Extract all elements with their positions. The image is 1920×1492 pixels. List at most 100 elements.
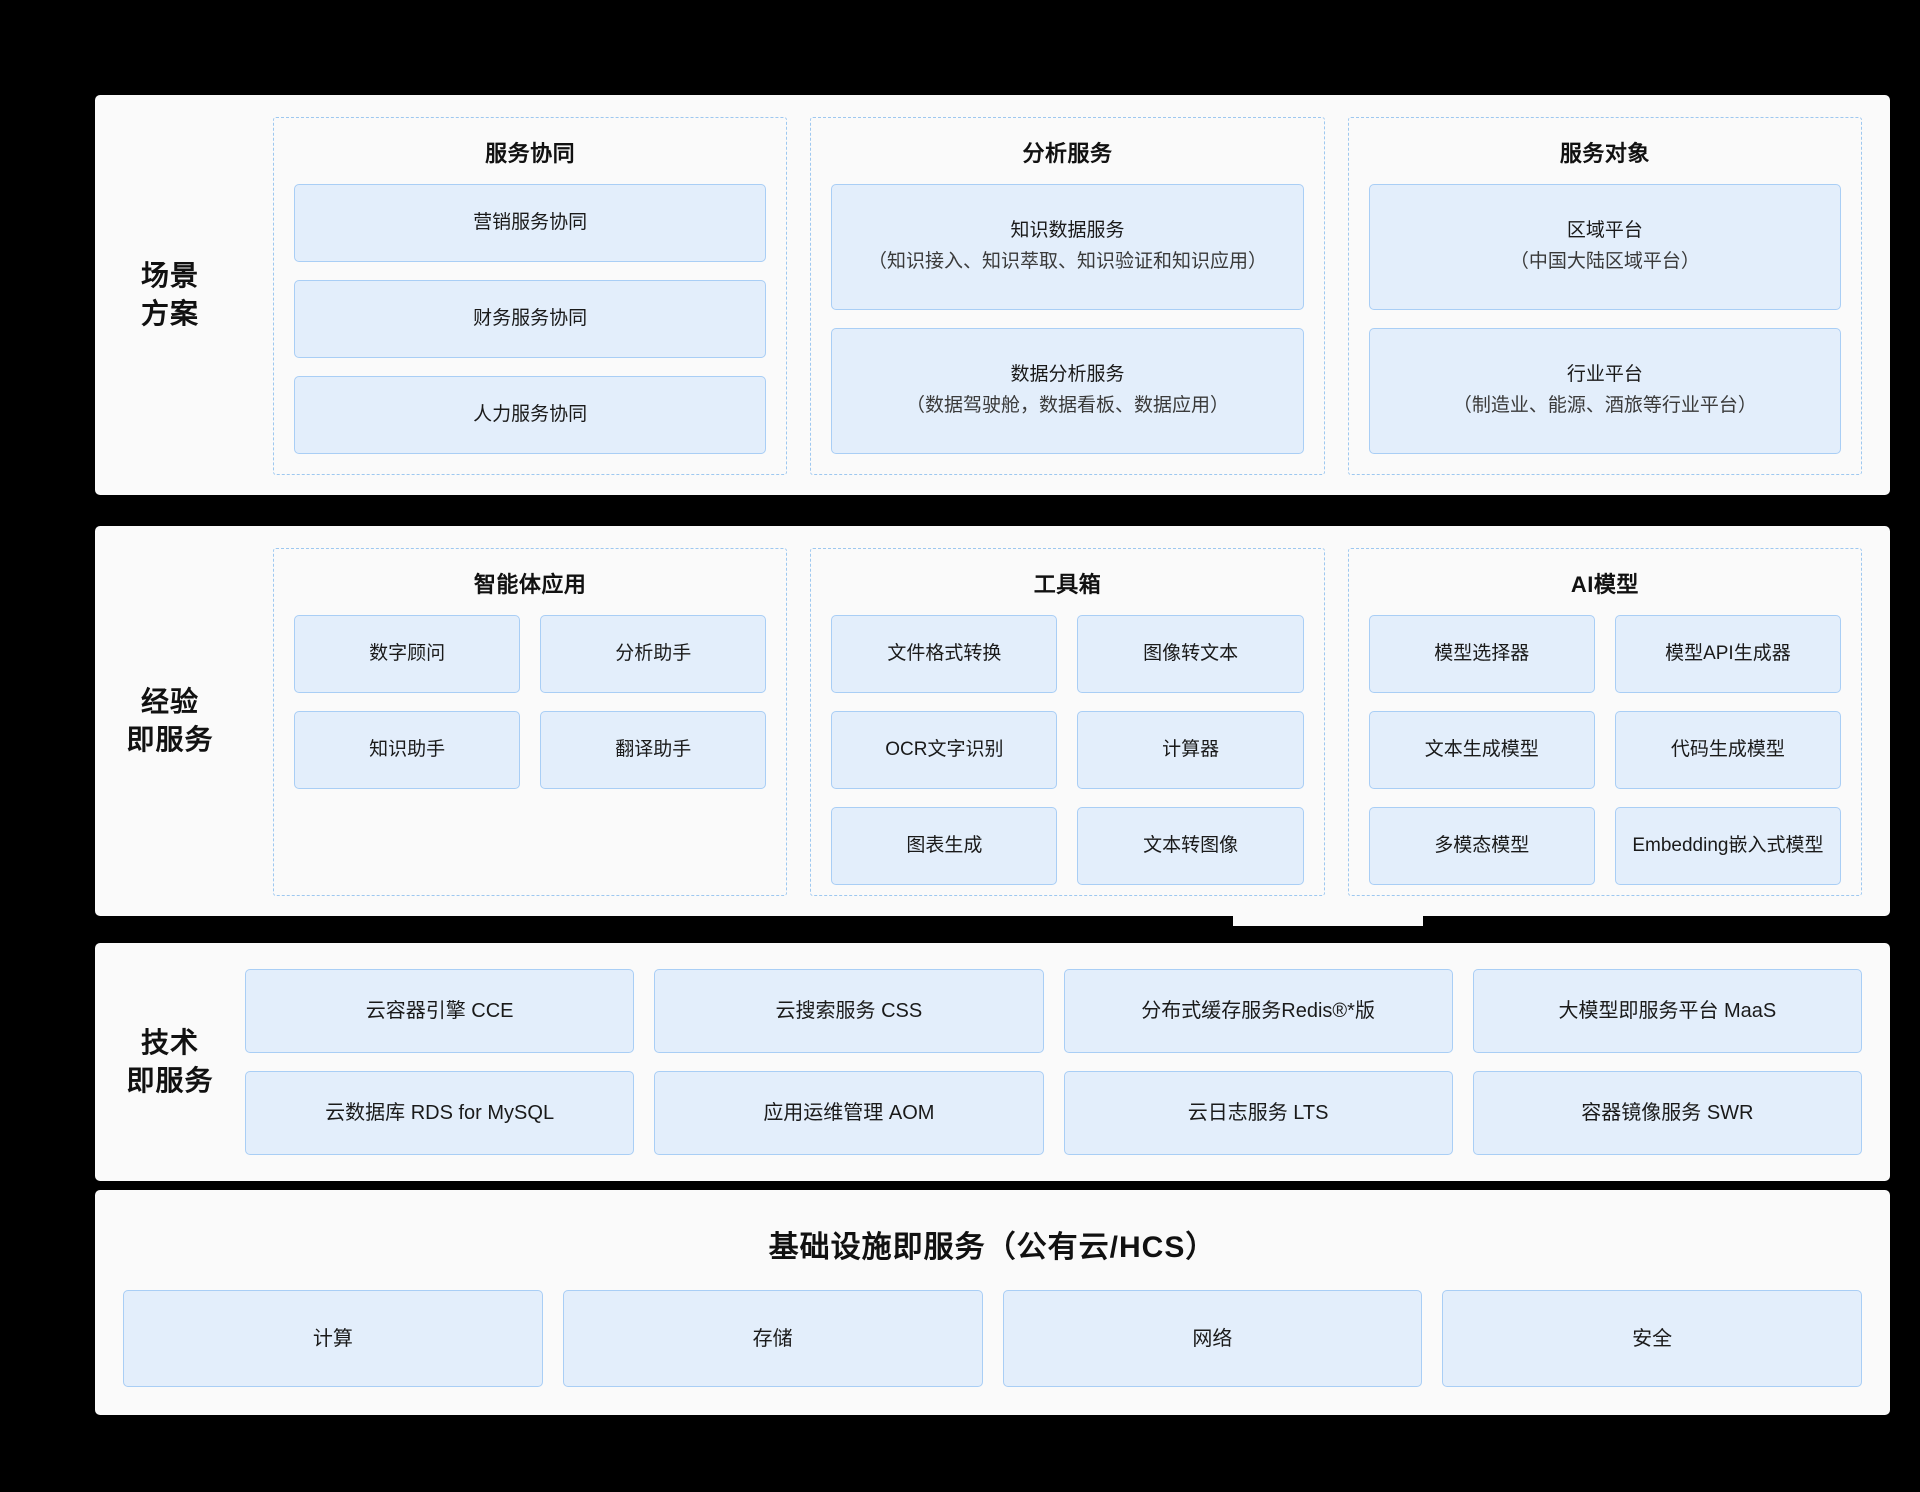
card-title: 知识数据服务 — [1010, 220, 1125, 242]
card-cloud-log-service-lts[interactable]: 云日志服务 LTS — [1063, 1071, 1453, 1155]
card-subtitle: （数据驾驶舱，数据看板、数据应用） — [905, 395, 1229, 416]
group-title: 工具箱 — [1033, 572, 1102, 597]
card-cloud-database-rds-mysql[interactable]: 云数据库 RDS for MySQL — [245, 1071, 635, 1155]
group-ai-models: AI模型 模型选择器 模型API生成器 文本生成模型 代码生成模型 — [1347, 548, 1862, 896]
row-label-experience-line1: 经验 — [140, 686, 199, 718]
card-subtitle: （制造业、能源、酒旅等行业平台） — [1452, 395, 1757, 416]
card-knowledge-assistant[interactable]: 知识助手 — [294, 711, 521, 789]
group-title: 服务对象 — [1559, 141, 1650, 166]
card-title: 代码生成模型 — [1670, 738, 1785, 760]
experience-group-container: 智能体应用 数字顾问 分析助手 知识助手 翻译助手 — [273, 548, 1862, 896]
card-industry-platform[interactable]: 行业平台 （制造业、能源、酒旅等行业平台） — [1368, 328, 1841, 454]
row-label-scene-solution: 场景 方案 — [95, 95, 245, 495]
card-digital-advisor[interactable]: 数字顾问 — [294, 615, 521, 693]
card-title: 文本生成模型 — [1424, 738, 1539, 760]
card-maas-platform[interactable]: 大模型即服务平台 MaaS — [1472, 969, 1862, 1053]
panel-experience-bottom-notch — [1233, 916, 1423, 926]
card-title: OCR文字识别 — [885, 738, 1004, 760]
card-distributed-cache-redis[interactable]: 分布式缓存服务Redis®*版 — [1063, 969, 1453, 1053]
group-body: 文件格式转换 图像转文本 OCR文字识别 计算器 图表生成 — [831, 615, 1304, 885]
card-title: 文件格式转换 — [887, 642, 1002, 664]
card-data-analysis-service[interactable]: 数据分析服务 （数据驾驶舱，数据看板、数据应用） — [831, 328, 1304, 454]
card-title: 网络 — [1192, 1327, 1233, 1350]
scene-group-container: 服务协同 营销服务协同 财务服务协同 人力服务协同 分析服务 — [273, 117, 1862, 475]
card-image-to-text[interactable]: 图像转文本 — [1077, 615, 1304, 693]
group-body: 数字顾问 分析助手 知识助手 翻译助手 — [294, 615, 767, 875]
group-service-target: 服务对象 区域平台 （中国大陆区域平台） 行业平台 （制造业、能源、酒旅等行业平… — [1347, 117, 1862, 475]
card-chart-generation[interactable]: 图表生成 — [831, 807, 1058, 885]
panel-scene-solution: 场景 方案 服务协同 营销服务协同 财务服务协同 人力服务协同 — [95, 95, 1890, 495]
card-title: 营销服务协同 — [473, 211, 588, 233]
card-model-selector[interactable]: 模型选择器 — [1368, 615, 1595, 693]
panel-infrastructure-as-a-service: 基础设施即服务（公有云/HCS） 计算 存储 网络 安全 — [95, 1190, 1890, 1415]
card-translation-assistant[interactable]: 翻译助手 — [540, 711, 767, 789]
card-marketing-collaboration[interactable]: 营销服务协同 — [294, 184, 767, 262]
card-storage[interactable]: 存储 — [562, 1290, 983, 1387]
row-label-tech-line2: 即服务 — [126, 1065, 214, 1096]
card-cloud-search-service-css[interactable]: 云搜索服务 CSS — [654, 969, 1044, 1053]
card-title: 存储 — [752, 1327, 793, 1350]
infrastructure-grid: 计算 存储 网络 安全 — [123, 1290, 1862, 1387]
card-hr-collaboration[interactable]: 人力服务协同 — [294, 376, 767, 454]
row-label-scene-line1: 场景 — [140, 260, 199, 292]
card-ocr-text-recognition[interactable]: OCR文字识别 — [831, 711, 1058, 789]
group-agent-applications: 智能体应用 数字顾问 分析助手 知识助手 翻译助手 — [273, 548, 788, 896]
card-title: 财务服务协同 — [473, 307, 588, 329]
card-title: 容器镜像服务 SWR — [1581, 1102, 1754, 1124]
card-title: 安全 — [1632, 1327, 1673, 1350]
group-title: AI模型 — [1570, 572, 1639, 597]
card-title: 多模态模型 — [1434, 834, 1530, 856]
card-application-operations-management-aom[interactable]: 应用运维管理 AOM — [654, 1071, 1044, 1155]
card-calculator[interactable]: 计算器 — [1077, 711, 1304, 789]
card-title: 模型选择器 — [1434, 642, 1530, 664]
card-embedding-model[interactable]: Embedding嵌入式模型 — [1614, 807, 1841, 885]
card-title: 数据分析服务 — [1010, 364, 1125, 386]
card-multimodal-model[interactable]: 多模态模型 — [1368, 807, 1595, 885]
card-title: 图像转文本 — [1143, 642, 1239, 664]
card-regional-platform[interactable]: 区域平台 （中国大陆区域平台） — [1368, 184, 1841, 310]
card-title: 云搜索服务 CSS — [775, 1000, 923, 1022]
card-security[interactable]: 安全 — [1442, 1290, 1862, 1387]
card-title: 图表生成 — [906, 834, 983, 856]
card-code-generation-model[interactable]: 代码生成模型 — [1614, 711, 1841, 789]
card-title: 云容器引擎 CCE — [365, 1000, 514, 1022]
card-file-format-conversion[interactable]: 文件格式转换 — [831, 615, 1058, 693]
card-title: 区域平台 — [1566, 220, 1643, 242]
row-label-experience-line2: 即服务 — [126, 724, 214, 755]
card-title: 云数据库 RDS for MySQL — [325, 1102, 555, 1124]
card-network[interactable]: 网络 — [1002, 1290, 1423, 1387]
row-label-tech-line1: 技术 — [140, 1027, 199, 1059]
card-title: 分析助手 — [615, 642, 692, 664]
card-compute[interactable]: 计算 — [123, 1290, 543, 1387]
group-body: 区域平台 （中国大陆区域平台） 行业平台 （制造业、能源、酒旅等行业平台） — [1368, 184, 1841, 454]
card-software-repository-swr[interactable]: 容器镜像服务 SWR — [1472, 1071, 1862, 1155]
group-title: 服务协同 — [485, 141, 576, 166]
card-title: 人力服务协同 — [473, 403, 588, 425]
row-label-scene-line2: 方案 — [140, 298, 199, 329]
card-title: 应用运维管理 AOM — [763, 1102, 935, 1124]
card-finance-collaboration[interactable]: 财务服务协同 — [294, 280, 767, 358]
card-title: 计算器 — [1162, 738, 1220, 760]
panel-experience-as-a-service: 经验 即服务 智能体应用 数字顾问 分析助手 知识助手 翻译助手 — [95, 526, 1890, 916]
card-text-generation-model[interactable]: 文本生成模型 — [1368, 711, 1595, 789]
card-analysis-assistant[interactable]: 分析助手 — [540, 615, 767, 693]
card-title: 翻译助手 — [615, 738, 692, 760]
group-toolbox: 工具箱 文件格式转换 图像转文本 OCR文字识别 计算器 图表生 — [810, 548, 1325, 896]
group-body: 模型选择器 模型API生成器 文本生成模型 代码生成模型 多模态模型 — [1368, 615, 1841, 885]
card-cloud-container-engine-cce[interactable]: 云容器引擎 CCE — [245, 969, 635, 1053]
card-subtitle: （知识接入、知识萃取、知识验证和知识应用） — [867, 251, 1267, 272]
group-body: 知识数据服务 （知识接入、知识萃取、知识验证和知识应用） 数据分析服务 （数据驾… — [831, 184, 1304, 454]
card-title: 数字顾问 — [369, 642, 446, 664]
card-model-api-generator[interactable]: 模型API生成器 — [1614, 615, 1841, 693]
row-label-technology-as-a-service: 技术 即服务 — [95, 943, 245, 1181]
technology-service-grid: 云容器引擎 CCE 云搜索服务 CSS 分布式缓存服务Redis®*版 大模型即… — [245, 969, 1862, 1155]
card-knowledge-data-service[interactable]: 知识数据服务 （知识接入、知识萃取、知识验证和知识应用） — [831, 184, 1304, 310]
card-subtitle: （中国大陆区域平台） — [1509, 251, 1700, 272]
infrastructure-title: 基础设施即服务（公有云/HCS） — [768, 1231, 1217, 1264]
panel-technology-as-a-service: 技术 即服务 云容器引擎 CCE 云搜索服务 CSS 分布式缓存服务Redis®… — [95, 943, 1890, 1181]
group-title: 分析服务 — [1022, 141, 1113, 166]
card-text-to-image[interactable]: 文本转图像 — [1077, 807, 1304, 885]
group-service-collaboration: 服务协同 营销服务协同 财务服务协同 人力服务协同 — [273, 117, 788, 475]
row-label-experience-as-a-service: 经验 即服务 — [95, 526, 245, 916]
